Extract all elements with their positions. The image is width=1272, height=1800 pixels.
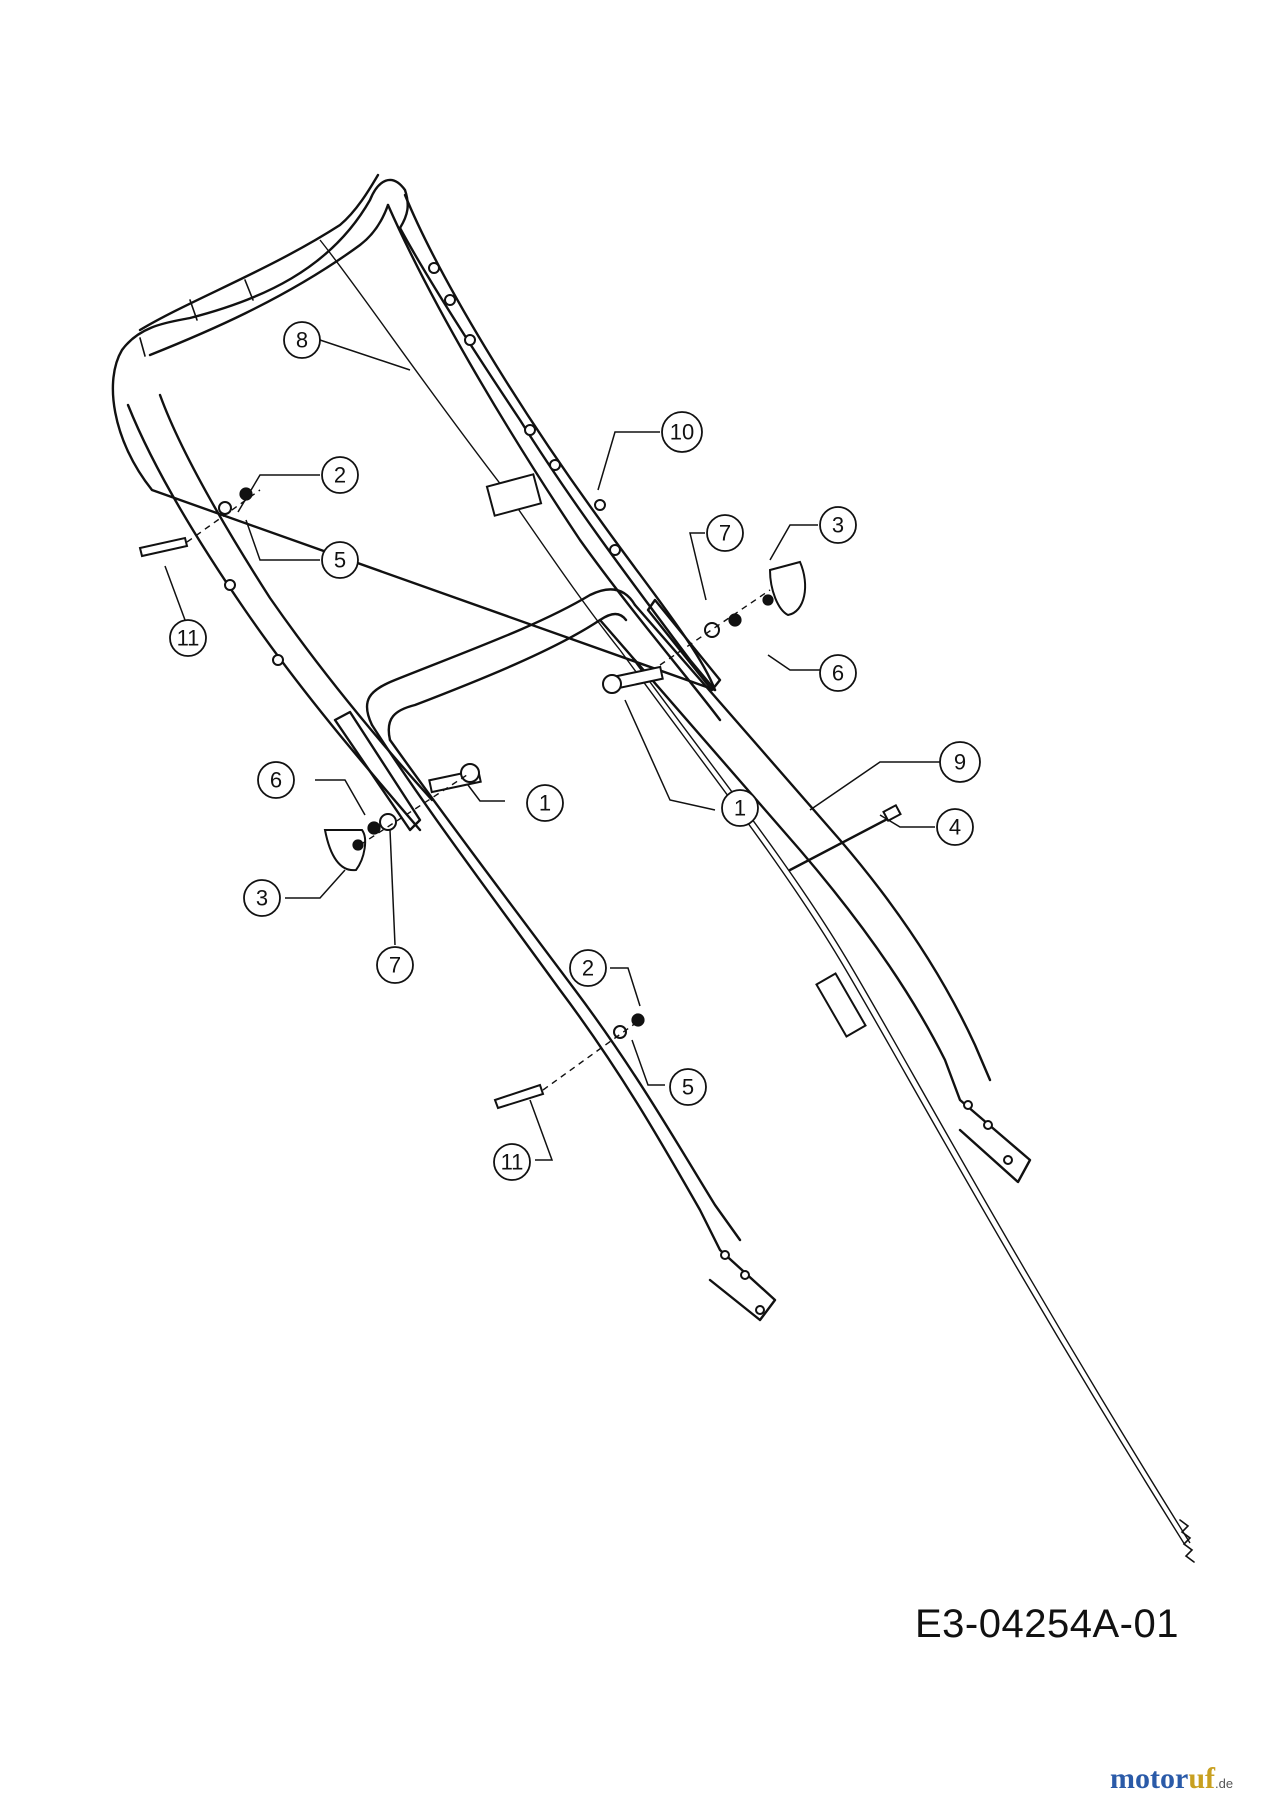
callout-2-lower: 2 <box>569 949 607 987</box>
callout-2-upper: 2 <box>321 456 359 494</box>
callout-3-right: 3 <box>819 506 857 544</box>
svg-text:2: 2 <box>334 463 346 488</box>
svg-text:5: 5 <box>682 1075 694 1100</box>
callout-8: 8 <box>283 321 321 359</box>
svg-text:7: 7 <box>719 521 731 546</box>
svg-text:4: 4 <box>949 815 961 840</box>
svg-text:3: 3 <box>832 513 844 538</box>
callout-5-upper: 5 <box>321 541 359 579</box>
callout-10: 10 <box>661 411 703 453</box>
svg-text:9: 9 <box>954 750 966 775</box>
svg-text:10: 10 <box>670 420 694 445</box>
callout-4: 4 <box>936 808 974 846</box>
svg-text:11: 11 <box>501 1150 524 1175</box>
watermark-tld: .de <box>1215 1776 1234 1791</box>
hardware <box>138 487 807 1110</box>
cables <box>319 239 1195 1563</box>
callout-7-right: 7 <box>706 514 744 552</box>
callout-5-lower: 5 <box>669 1068 707 1106</box>
svg-text:11: 11 <box>177 626 200 651</box>
svg-text:3: 3 <box>256 886 268 911</box>
svg-text:6: 6 <box>832 661 844 686</box>
svg-text:6: 6 <box>270 768 282 793</box>
callout-11-lower: 11 <box>493 1143 531 1181</box>
drawing-code-label: E3-04254A-01 <box>915 1602 1179 1646</box>
svg-text:7: 7 <box>389 953 401 978</box>
callout-6-right: 6 <box>819 654 857 692</box>
callout-7-left: 7 <box>376 946 414 984</box>
watermark-logo: motoruf.de <box>1110 1762 1233 1796</box>
upper-handle <box>111 173 722 832</box>
watermark-brand: motoruf <box>1110 1762 1216 1795</box>
callout-1-right: 1 <box>721 789 759 827</box>
svg-text:8: 8 <box>296 328 308 353</box>
lower-handle <box>365 588 1032 1322</box>
leader-lines <box>164 339 940 1161</box>
callout-1-left: 1 <box>526 784 564 822</box>
callout-11-upper: 11 <box>169 619 207 657</box>
svg-text:2: 2 <box>582 956 594 981</box>
svg-text:5: 5 <box>334 548 346 573</box>
svg-text:1: 1 <box>734 796 746 821</box>
svg-text:1: 1 <box>539 791 551 816</box>
callout-3-left: 3 <box>243 879 281 917</box>
callout-9: 9 <box>939 741 981 783</box>
callout-6-left: 6 <box>257 761 295 799</box>
